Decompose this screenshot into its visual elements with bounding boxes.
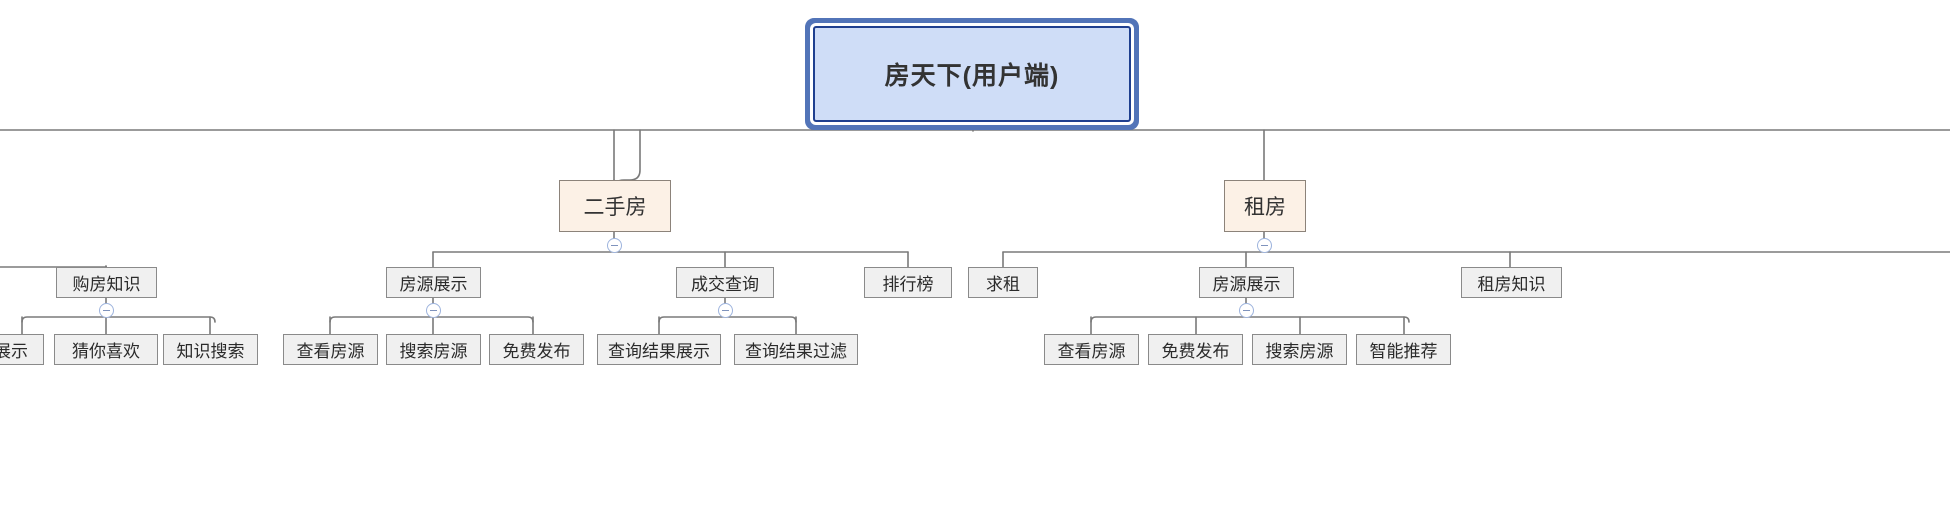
- collapse-toggle-goufangzhishi[interactable]: [99, 303, 114, 318]
- leaf-node-label: 展示: [0, 342, 28, 361]
- category-node-fangyuanzhanshi-ershoufang[interactable]: 房源展示: [386, 267, 481, 298]
- category-node-label: 成交查询: [691, 275, 759, 294]
- branch-node-ershoufang[interactable]: 二手房: [559, 180, 671, 232]
- leaf-node-chakanfangyuan-zufang[interactable]: 查看房源: [1044, 334, 1139, 365]
- category-node-label: 租房知识: [1477, 275, 1546, 294]
- leaf-node-chaxunjieguoguolv[interactable]: 查询结果过滤: [734, 334, 858, 365]
- leaf-node-label: 猜你喜欢: [72, 342, 140, 361]
- leaf-node-label: 免费发布: [502, 342, 571, 361]
- root-node[interactable]: 房天下(用户端): [813, 26, 1131, 122]
- leaf-node-label: 智能推荐: [1369, 342, 1438, 361]
- category-node-label: 求租: [986, 275, 1020, 294]
- collapse-toggle-fangyuanzhanshi-zufang[interactable]: [1239, 303, 1254, 318]
- branch-node-label: 租房: [1244, 196, 1286, 219]
- leaf-node-mianfeifabu-zufang[interactable]: 免费发布: [1148, 334, 1243, 365]
- leaf-node-zhinengtuijian[interactable]: 智能推荐: [1356, 334, 1451, 365]
- collapse-toggle-chengjiaochaxun[interactable]: [718, 303, 733, 318]
- collapse-toggle-fangyuanzhanshi-ershoufang[interactable]: [426, 303, 441, 318]
- category-node-fangyuanzhanshi-zufang[interactable]: 房源展示: [1199, 267, 1294, 298]
- category-node-label: 房源展示: [399, 275, 468, 294]
- leaf-node-label: 搜索房源: [399, 342, 468, 361]
- category-node-goufangzhishi[interactable]: 购房知识: [56, 267, 157, 298]
- category-node-label: 排行榜: [882, 275, 934, 294]
- leaf-node-zhanshi[interactable]: 展示: [0, 334, 44, 365]
- leaf-node-sousuofangyuan-zufang[interactable]: 搜索房源: [1252, 334, 1347, 365]
- leaf-node-label: 查询结果过滤: [745, 342, 847, 361]
- leaf-node-chaxunjieguozhanshi[interactable]: 查询结果展示: [597, 334, 721, 365]
- leaf-node-sousuofangyuan-ershoufang[interactable]: 搜索房源: [386, 334, 481, 365]
- leaf-node-zhishisousuo[interactable]: 知识搜索: [163, 334, 258, 365]
- category-node-chengjiaochaxun[interactable]: 成交查询: [676, 267, 774, 298]
- leaf-node-label: 查询结果展示: [608, 342, 710, 361]
- branch-node-label: 二手房: [583, 196, 647, 219]
- root-node-label: 房天下(用户端): [884, 62, 1060, 90]
- category-node-label: 房源展示: [1212, 275, 1281, 294]
- collapse-toggle-zufang[interactable]: [1257, 238, 1272, 253]
- leaf-node-label: 免费发布: [1161, 342, 1230, 361]
- leaf-node-label: 知识搜索: [176, 342, 245, 361]
- leaf-node-label: 查看房源: [1057, 342, 1126, 361]
- leaf-node-mianfeifabu-ershoufang[interactable]: 免费发布: [489, 334, 584, 365]
- collapse-toggle-ershoufang[interactable]: [607, 238, 622, 253]
- leaf-node-label: 搜索房源: [1265, 342, 1334, 361]
- category-node-paihangbang[interactable]: 排行榜: [864, 267, 952, 298]
- leaf-node-cainixihuan[interactable]: 猜你喜欢: [54, 334, 158, 365]
- category-node-qiuzu[interactable]: 求租: [968, 267, 1038, 298]
- category-node-zufangzhishi[interactable]: 租房知识: [1461, 267, 1562, 298]
- leaf-node-label: 查看房源: [296, 342, 365, 361]
- leaf-node-chakanfangyuan-ershoufang[interactable]: 查看房源: [283, 334, 378, 365]
- category-node-label: 购房知识: [72, 275, 141, 294]
- branch-node-zufang[interactable]: 租房: [1224, 180, 1306, 232]
